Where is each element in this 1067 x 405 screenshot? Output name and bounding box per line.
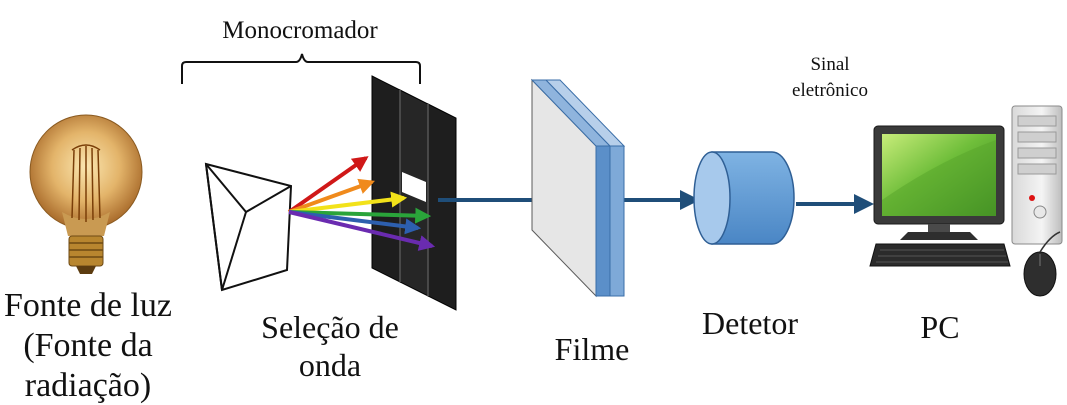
pc-tower-icon	[1011, 105, 1063, 245]
slit-opening	[402, 172, 426, 202]
keyboard-icon	[869, 243, 1011, 267]
ray-purple	[288, 210, 436, 251]
monochromator-label: Monocromador	[222, 17, 378, 44]
light-source-label-line2: (Fonte da	[23, 327, 152, 364]
pc-icon	[869, 105, 1063, 297]
monochromator-brace	[181, 53, 421, 84]
light-source-label-line1: Fonte de luz	[4, 287, 172, 324]
signal-label-line1: Sinal	[810, 54, 849, 75]
ray-yellow	[288, 191, 408, 214]
film-icon	[530, 78, 626, 298]
wavelength-selection-label-line2: onda	[299, 347, 361, 383]
ray-blue	[288, 210, 422, 235]
pc-label: PC	[920, 309, 959, 345]
ray-red	[287, 156, 369, 214]
detector-icon	[693, 151, 795, 245]
ray-orange	[288, 178, 376, 214]
detector-label: Detetor	[702, 305, 798, 341]
prism-icon	[204, 162, 293, 292]
light-bulb-icon	[29, 114, 143, 274]
signal-label-line2: eletrônico	[792, 80, 868, 101]
wavelength-selection-label-line1: Seleção de	[261, 309, 399, 345]
pc-monitor-icon	[873, 125, 1005, 240]
film-label: Filme	[555, 331, 630, 367]
slit-panels	[371, 75, 457, 311]
light-source-label-line3: radiação)	[25, 367, 151, 404]
mouse-icon	[1023, 231, 1061, 297]
ray-green	[288, 207, 432, 224]
dispersed-rays	[287, 156, 436, 251]
